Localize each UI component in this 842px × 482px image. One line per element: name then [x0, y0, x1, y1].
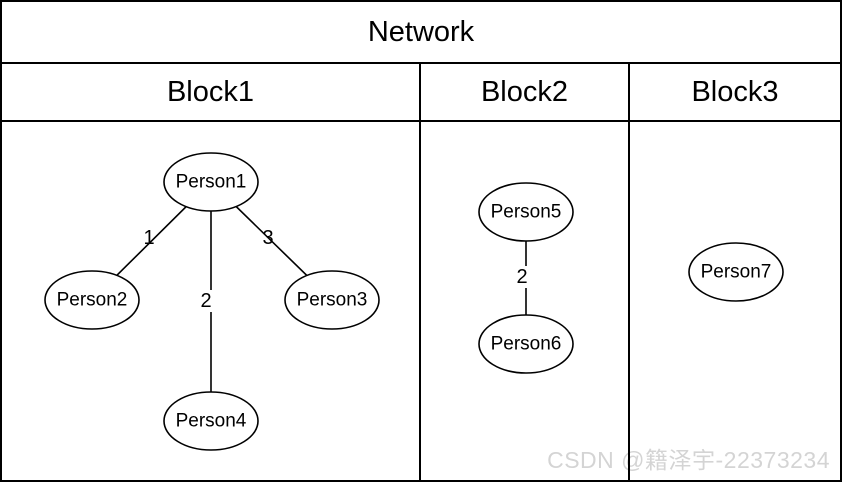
block1-header-label: Block1 [166, 75, 255, 108]
block3-body-cell [630, 122, 840, 480]
block2-header-label: Block2 [480, 75, 569, 108]
block-header-row: Block1 Block2 Block3 [2, 64, 840, 122]
block1-header-cell: Block1 [2, 64, 421, 120]
diagram-title: Network [2, 2, 840, 64]
block3-header-label: Block3 [691, 75, 779, 108]
block1-body-cell [2, 122, 421, 480]
diagram-title-label: Network [367, 15, 475, 48]
block-body-row [2, 122, 840, 480]
csdn-watermark: CSDN @籍泽宇-22373234 [547, 447, 830, 473]
block2-body-cell [421, 122, 630, 480]
block3-header-cell: Block3 [630, 64, 840, 120]
block2-header-cell: Block2 [421, 64, 630, 120]
